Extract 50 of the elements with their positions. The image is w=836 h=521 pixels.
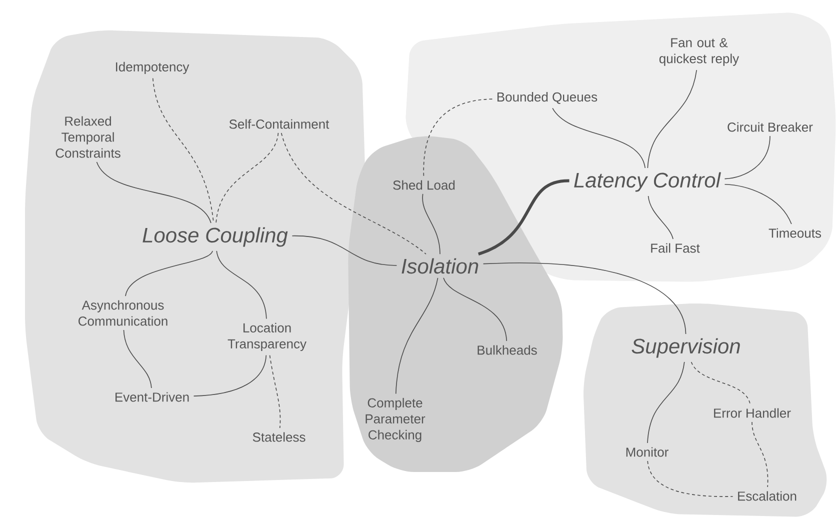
topic-label: Fan out & quickest reply (659, 38, 740, 66)
dashed-connector (647, 460, 734, 497)
connector (123, 330, 152, 388)
connector (125, 250, 213, 296)
connector (552, 108, 646, 168)
region-background (584, 304, 827, 517)
topic-label: Stateless (252, 432, 306, 442)
connector (216, 250, 267, 320)
concept-label: Supervision (632, 338, 740, 358)
dashed-connector (280, 132, 426, 254)
connector (478, 179, 570, 256)
concept-label: Loose Coupling (142, 227, 288, 247)
dashed-connector (752, 422, 768, 488)
dashed-connector (152, 78, 214, 224)
concept-label: Latency Control (574, 172, 721, 192)
connector (292, 235, 398, 266)
connector (647, 362, 685, 444)
concept-label: Isolation (402, 258, 478, 274)
topic-label: Timeouts (768, 228, 822, 238)
topic-label: Fail Fast (651, 243, 700, 253)
region-background (25, 30, 366, 483)
connector (395, 278, 438, 394)
topic-label: Error Handler (714, 408, 791, 418)
connector (96, 162, 212, 224)
connector (724, 136, 770, 180)
topic-label: Bulkheads (478, 345, 537, 355)
topic-label: Self-Containment (229, 119, 330, 129)
dashed-connector (269, 354, 281, 428)
connector (724, 184, 792, 224)
topic-label: Circuit Breaker (728, 122, 813, 132)
connector (647, 70, 698, 168)
dashed-connector (690, 362, 750, 404)
topic-label: Shed Load (393, 180, 455, 190)
topic-label: Asynchronous Communication (78, 300, 168, 326)
region-background (348, 136, 563, 472)
connector (648, 196, 674, 240)
connector (193, 354, 267, 396)
topic-label: Monitor (626, 447, 668, 457)
topic-label: Complete Parameter Checking (366, 398, 426, 442)
topic-label: Bounded Queues (497, 92, 598, 104)
topic-label: Idempotency (116, 62, 190, 74)
topic-label: Escalation (738, 491, 796, 501)
topic-label: Relaxed Temporal Constraints (56, 116, 120, 158)
dashed-connector (216, 132, 279, 224)
dashed-connector (423, 98, 493, 176)
topic-label: Event-Driven (116, 392, 189, 402)
topic-label: Location Transparency (228, 322, 306, 352)
connector (443, 278, 508, 342)
connector (422, 194, 440, 254)
connector (482, 262, 686, 334)
